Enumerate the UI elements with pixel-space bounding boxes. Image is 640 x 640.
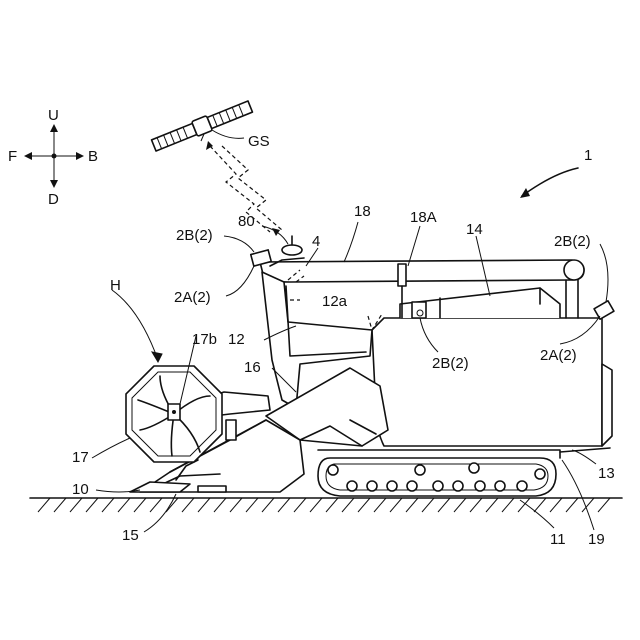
body-box <box>372 288 612 446</box>
header-label: H <box>110 277 121 294</box>
platform-label: 15 <box>122 527 139 544</box>
cabin-ref-label: 4 <box>312 233 320 250</box>
compass-front-label: F <box>8 148 17 165</box>
satellite-label: GS <box>248 133 270 150</box>
machine-label: 1 <box>584 147 592 164</box>
cab-label: 12 <box>228 331 245 348</box>
sensor-rear-a-label: 2A(2) <box>540 347 577 364</box>
frame-label: 19 <box>588 531 605 548</box>
compass-down-label: D <box>48 191 59 208</box>
body-label: 13 <box>598 465 615 482</box>
reel-label: 17 <box>72 449 89 466</box>
feeder-label: 16 <box>244 359 261 376</box>
antenna-label: 80 <box>238 213 255 230</box>
compass-back-label: B <box>88 148 98 165</box>
roof-label: 18 <box>354 203 371 220</box>
sensor-mid <box>412 302 426 318</box>
lower-frame <box>318 450 560 458</box>
reel <box>126 366 222 462</box>
reel-part-label: 17b <box>192 331 217 348</box>
crawler-label: 11 <box>550 531 566 548</box>
grain-tank-label: 14 <box>466 221 483 238</box>
sensor-front-top-a-label: 2A(2) <box>174 289 211 306</box>
direction-compass: U D F B <box>8 107 98 208</box>
sensor-mid-b-label: 2B(2) <box>432 355 469 372</box>
satellite-icon <box>151 99 253 153</box>
sensor-rear <box>594 301 614 319</box>
compass-up-label: U <box>48 107 59 124</box>
crawler-track <box>318 458 556 496</box>
roof-post-label: 18A <box>410 209 437 226</box>
sensor-rear-b-label: 2B(2) <box>554 233 591 250</box>
cab-ref-label: 12a <box>322 293 348 310</box>
cutter-label: 10 <box>72 481 89 498</box>
sensor-front-top-b-label: 2B(2) <box>176 227 213 244</box>
